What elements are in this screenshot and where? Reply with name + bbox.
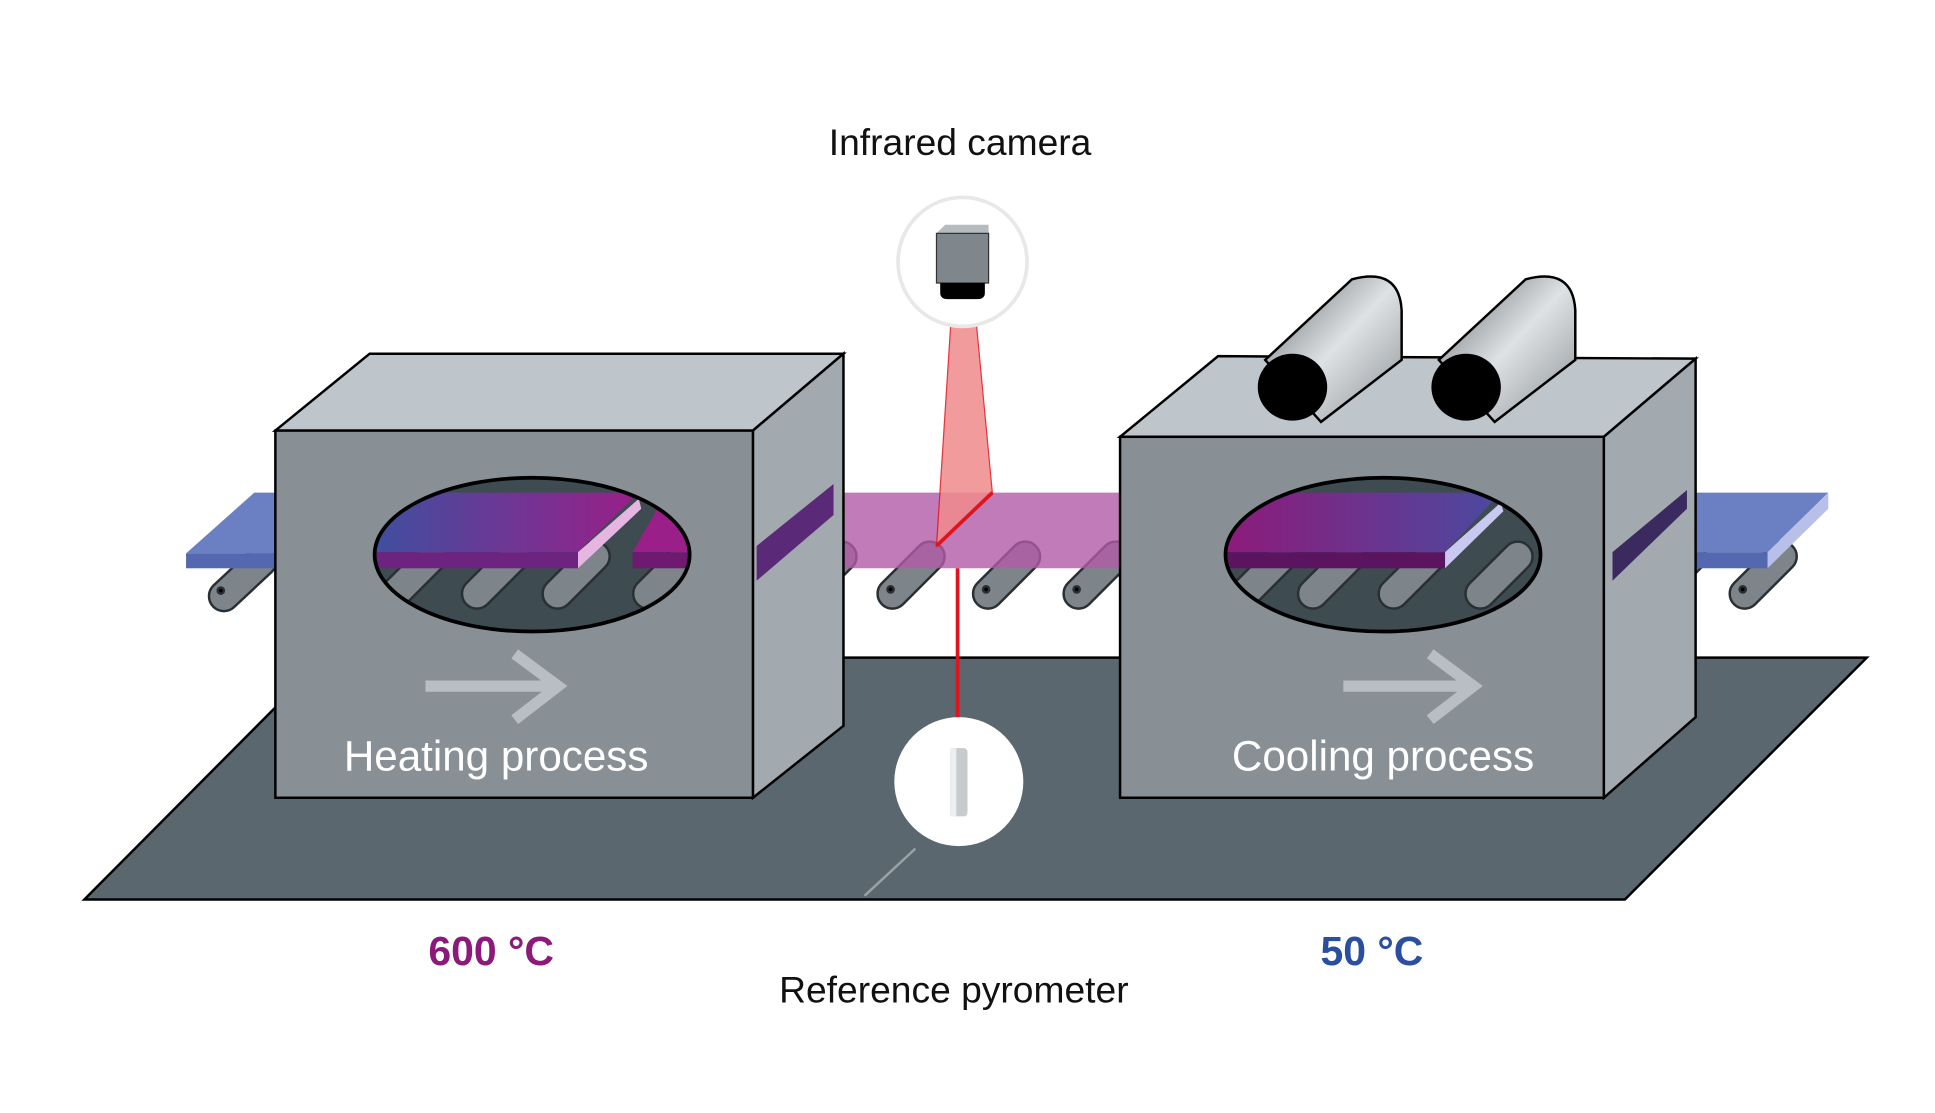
- beam-edge: [935, 491, 994, 548]
- cooling-pipe-icon: [1431, 275, 1577, 424]
- camera-label: Infrared camera: [829, 121, 1092, 163]
- pyrometer-icon: [894, 717, 1024, 847]
- arrow-right-icon: [425, 649, 568, 725]
- infrared-camera-icon: [896, 195, 1029, 329]
- heating-chamber: Heating process: [271, 351, 847, 801]
- pyrometer-label: Reference pyrometer: [779, 968, 1128, 1010]
- cooling-label: Cooling process: [1232, 732, 1534, 779]
- hot-temperature-label: 600 °C: [428, 928, 554, 974]
- cooling-chamber: Cooling process: [1116, 275, 1699, 801]
- arrow-right-icon: [1343, 649, 1483, 725]
- cold-temperature-label: 50 °C: [1320, 928, 1423, 974]
- plate-entry: [186, 492, 276, 569]
- floor-marker: [863, 847, 917, 897]
- plate-exit-edge: [1767, 492, 1829, 569]
- cooling-pipe-icon: [1257, 275, 1403, 424]
- heating-label: Heating process: [344, 732, 649, 779]
